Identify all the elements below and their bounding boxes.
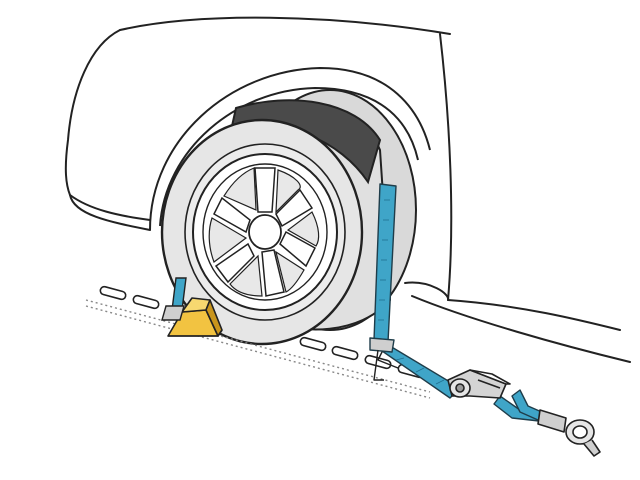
rim <box>192 153 338 311</box>
car-body <box>64 16 631 363</box>
wheel-arch <box>149 66 431 231</box>
strap <box>369 183 561 429</box>
strap-left <box>161 277 187 321</box>
hook <box>537 409 601 457</box>
ratchet <box>447 369 511 399</box>
